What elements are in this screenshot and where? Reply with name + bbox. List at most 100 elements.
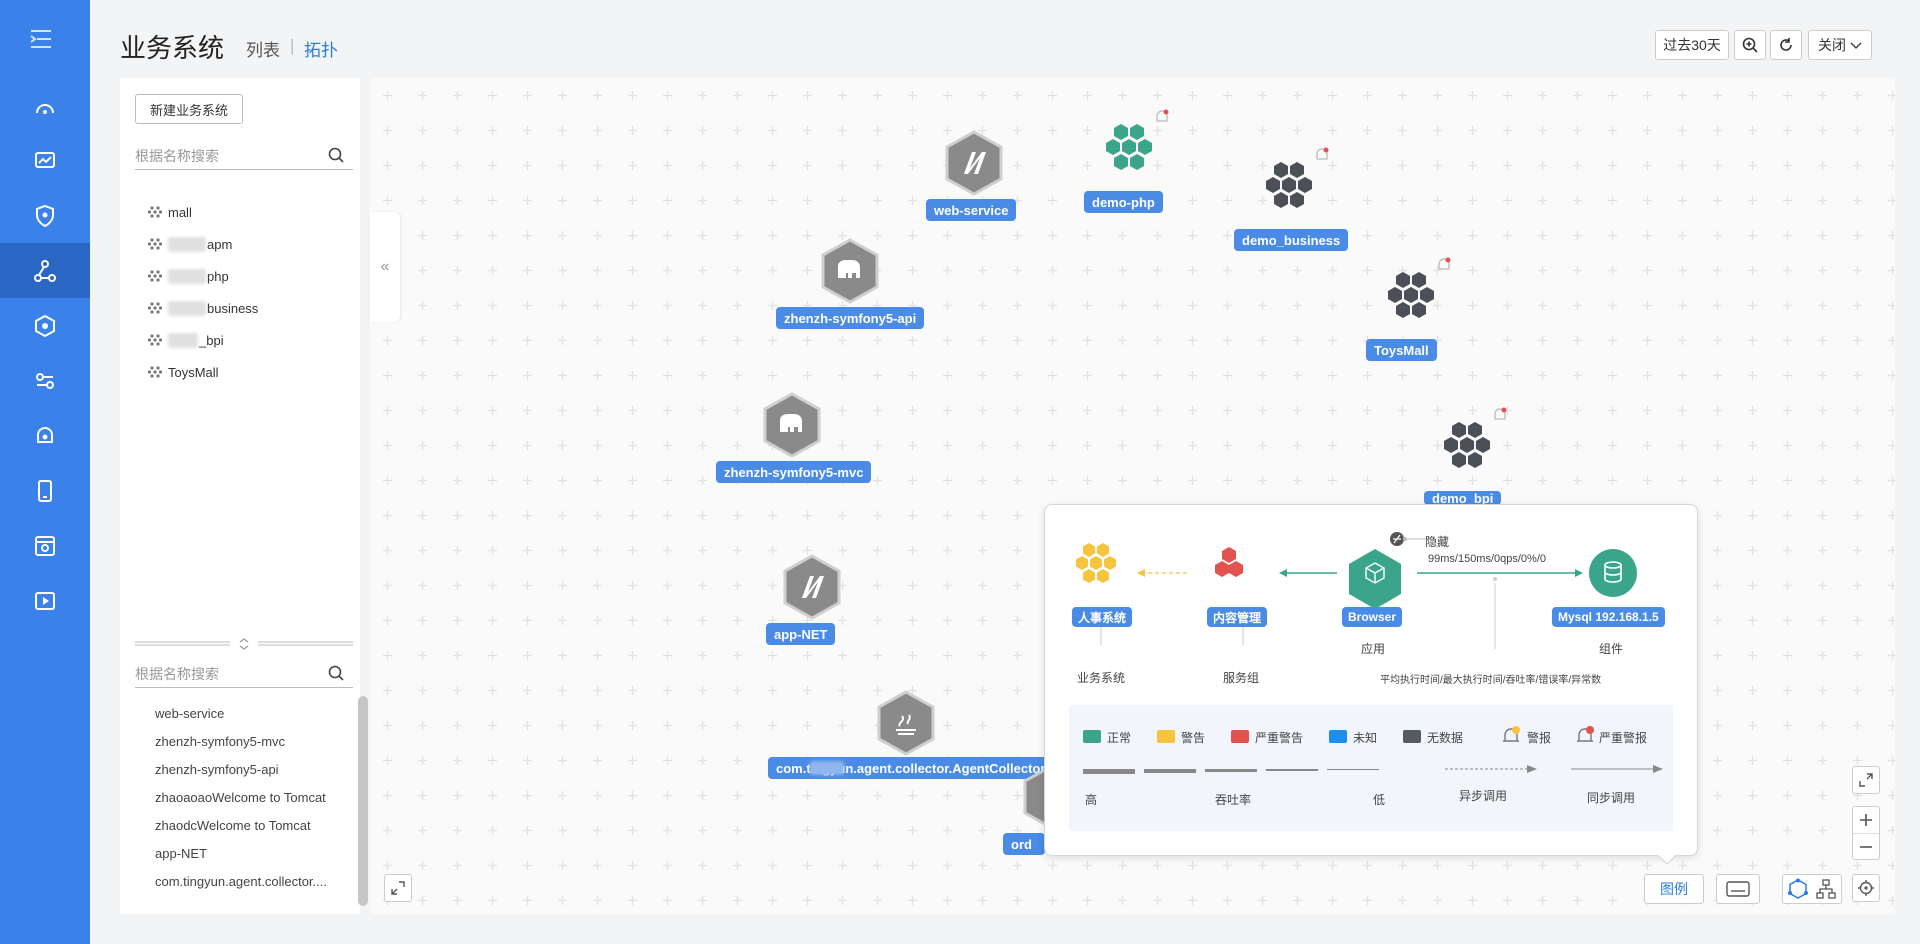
legend-button[interactable]: 图例	[1644, 874, 1704, 904]
node-label[interactable]: ord	[1003, 833, 1045, 855]
legend-node-label: 人事系统	[1072, 607, 1133, 627]
php-node-icon[interactable]	[762, 392, 822, 458]
topology-icon	[34, 259, 56, 282]
nav-video[interactable]	[0, 573, 90, 628]
node-label[interactable]: demo_business	[1234, 229, 1349, 251]
service-search-input[interactable]: 根据名称搜索	[135, 658, 353, 688]
redacted-text	[168, 236, 206, 252]
hex-cluster-icon[interactable]	[1386, 268, 1444, 326]
net-node-icon[interactable]	[782, 554, 842, 620]
throughput-bar	[1083, 769, 1135, 774]
node-label[interactable]: zhenzh-symfony5-api	[776, 307, 925, 329]
search-icon[interactable]	[327, 664, 345, 682]
throughput-bar	[1144, 769, 1196, 773]
low-label: 低	[1373, 793, 1386, 807]
system-list: mall apm php business _bpi ToysMall	[148, 196, 258, 388]
service-item[interactable]: web-service	[155, 706, 225, 721]
hex-cluster-icon[interactable]	[1264, 158, 1322, 216]
locate-button[interactable]	[1852, 874, 1880, 902]
node-label[interactable]: demo_bpi	[1424, 491, 1502, 505]
shield-icon	[36, 204, 54, 227]
high-label: 高	[1085, 793, 1098, 807]
tree-layout-icon[interactable]	[1815, 878, 1837, 900]
net-node-icon[interactable]	[944, 130, 1004, 196]
close-dropdown[interactable]: 关闭	[1808, 30, 1872, 60]
service-item[interactable]: zhenzh-symfony5-api	[155, 762, 279, 777]
legend-node-label: 内容管理	[1207, 607, 1268, 627]
tab-topology[interactable]: 拓扑	[304, 41, 338, 60]
service-list-scrollbar[interactable]	[358, 696, 368, 906]
fullscreen-button[interactable]	[1852, 766, 1880, 794]
swatch-critical	[1231, 730, 1249, 743]
php-node-icon[interactable]	[820, 238, 880, 304]
node-label[interactable]: ToysMall	[1366, 339, 1437, 361]
nav-browser[interactable]	[0, 518, 90, 573]
zoom-search-button[interactable]	[1734, 30, 1766, 60]
tab-list[interactable]: 列表	[246, 41, 280, 60]
zoom-out-button-icon[interactable]	[1858, 839, 1874, 855]
nav-mobile[interactable]	[0, 463, 90, 518]
nav-alerts[interactable]	[0, 408, 90, 463]
cluster-icon	[148, 206, 162, 218]
node-label[interactable]: demo-php	[1084, 191, 1163, 213]
nav-settings[interactable]	[0, 298, 90, 353]
hex-cluster-icon[interactable]	[1104, 120, 1162, 178]
service-item[interactable]: com.tingyun.agent.collector....	[155, 874, 327, 889]
service-item[interactable]: zhaoaoaoWelcome to Tomcat	[155, 790, 326, 805]
service-item[interactable]: zhaodcWelcome to Tomcat	[155, 818, 311, 833]
system-item[interactable]: mall	[148, 196, 258, 228]
zoom-divider	[1853, 832, 1879, 834]
node-label[interactable]: web-service	[926, 199, 1017, 221]
collapse-panel-button[interactable]: «	[370, 212, 400, 322]
service-item[interactable]: app-NET	[155, 846, 208, 861]
system-item[interactable]: business	[148, 292, 258, 324]
legend-panel: 隐藏 99ms/150ms/0qps/0%/0 人事系统 内容管理 Browse…	[1044, 504, 1698, 856]
nav-security[interactable]	[0, 188, 90, 243]
panel-resize-handle[interactable]	[135, 638, 353, 650]
nav-dashboard[interactable]	[0, 80, 90, 135]
hex-cluster-icon[interactable]	[1442, 418, 1500, 476]
hide-label[interactable]: 隐藏	[1425, 535, 1450, 549]
system-item[interactable]: _bpi	[148, 324, 258, 356]
refresh-button[interactable]	[1770, 30, 1802, 60]
left-panel: 新建业务系统 根据名称搜索 mall apm php business _bpi…	[120, 78, 368, 914]
time-range-button[interactable]: 过去30天	[1655, 30, 1729, 60]
browser-icon	[35, 535, 55, 556]
bell-gear-icon	[37, 426, 53, 443]
alarm-bell-icon	[1494, 407, 1507, 420]
node-label[interactable]: app-NET	[766, 623, 836, 645]
new-business-system-button[interactable]: 新建业务系统	[135, 94, 243, 124]
side-nav	[0, 0, 90, 944]
minimap-button[interactable]	[1716, 874, 1760, 904]
cluster-icon	[148, 238, 162, 250]
system-item[interactable]: ToysMall	[148, 356, 258, 388]
java-node-icon[interactable]	[876, 690, 936, 756]
menu-toggle-icon[interactable]	[28, 28, 54, 50]
legend-pointer	[1658, 855, 1676, 865]
force-layout-icon[interactable]	[1787, 878, 1809, 900]
layout-switch[interactable]	[1782, 874, 1842, 904]
throughput-bar	[1327, 769, 1379, 770]
fit-view-button[interactable]	[384, 874, 412, 902]
legend-key-box: 正常 警告 严重警告 未知 无数据 警报 严重警报 高 吞吐率 低 异步调用 同…	[1069, 705, 1673, 831]
node-label[interactable]: zhenzh-symfony5-mvc	[716, 461, 872, 483]
system-item[interactable]: apm	[148, 228, 258, 260]
search-icon[interactable]	[327, 146, 345, 164]
nav-monitor[interactable]	[0, 133, 90, 188]
redacted-text	[168, 268, 206, 284]
service-search-placeholder: 根据名称搜索	[135, 666, 219, 682]
zoom-in-button-icon[interactable]	[1858, 812, 1874, 828]
alarm-bell-icon	[1438, 257, 1451, 270]
system-search-input[interactable]: 根据名称搜索	[135, 140, 353, 170]
service-list: web-service zhenzh-symfony5-mvc zhenzh-s…	[155, 706, 327, 902]
service-item[interactable]: zhenzh-symfony5-mvc	[155, 734, 286, 749]
nav-config[interactable]	[0, 353, 90, 408]
system-search-placeholder: 根据名称搜索	[135, 148, 219, 164]
shrink-icon	[391, 881, 405, 895]
video-icon	[35, 591, 55, 610]
caption-business-system: 业务系统	[1077, 671, 1126, 685]
system-item[interactable]: php	[148, 260, 258, 292]
system-name: ToysMall	[168, 364, 219, 380]
nav-topology[interactable]	[0, 243, 90, 298]
status-normal-label: 正常	[1107, 731, 1132, 745]
